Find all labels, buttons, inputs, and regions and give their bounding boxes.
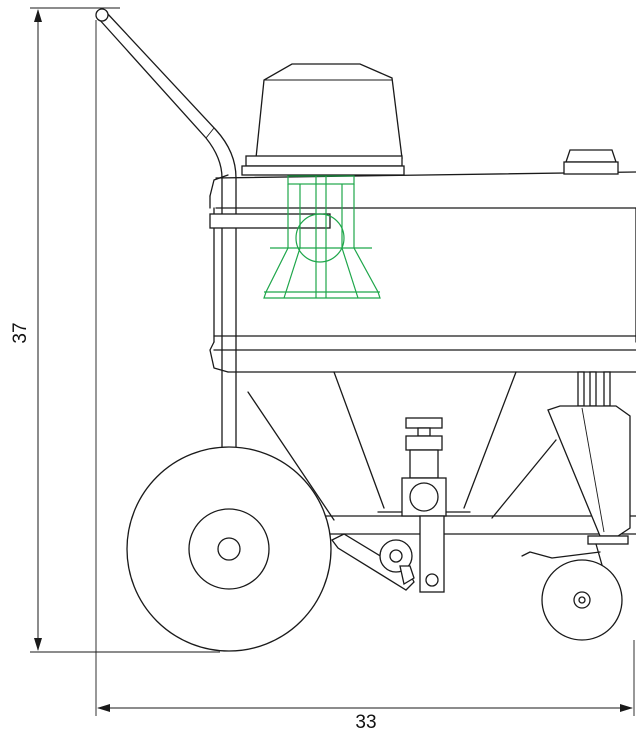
valve-handle-cap (405, 417, 443, 429)
width-dimension: 33 (95, 20, 635, 733)
lamp-bulb (295, 213, 345, 263)
tank-body (209, 171, 636, 373)
rear-wheel-rim (188, 508, 270, 590)
motor-cover-ring-1 (245, 155, 403, 167)
bottom-frame (325, 515, 636, 535)
top-knob-base (563, 161, 619, 175)
pedal-pivot-housing (379, 539, 413, 573)
leg-bracket-1 (577, 371, 585, 407)
push-handle (95, 8, 237, 451)
tank-top-corner (209, 174, 229, 197)
frame-left-strut (247, 391, 335, 521)
discharge-valve (401, 417, 447, 593)
lamp-cage-skirt (263, 247, 381, 299)
lamp-cage-skirt-rod-right (341, 247, 359, 299)
tilt-pedal (331, 533, 415, 591)
motor-cover-ring-2 (241, 165, 405, 176)
motor-cover-dome (255, 63, 403, 159)
rear-wheel-tire (126, 446, 332, 652)
height-arrow-bottom (34, 638, 42, 651)
caster-mount-plate (587, 535, 629, 545)
top-knob-cap (565, 149, 617, 163)
caster-hub (573, 591, 591, 609)
height-arrow-top (34, 9, 42, 22)
handle-tube-inner (105, 11, 237, 451)
valve-outlet-port (409, 482, 439, 512)
lamp-cage-top-ring (287, 175, 355, 185)
tank-bottom-corner (209, 341, 229, 373)
caster-assembly (521, 371, 631, 641)
handle-grip-end (95, 8, 109, 22)
top-knob (563, 149, 619, 175)
cone-right-side (463, 371, 517, 509)
valve-lever-arm (419, 515, 445, 593)
pedal-arm (331, 533, 415, 591)
pedal-pivot-pin (389, 549, 403, 563)
leg-bracket-2 (589, 371, 597, 407)
lamp-cage (263, 175, 381, 299)
width-value-label: 33 (355, 712, 376, 733)
hopper-cone (247, 371, 557, 521)
caster-wheel (541, 559, 623, 641)
valve-body (409, 449, 439, 479)
valve-outlet-housing (401, 477, 447, 517)
pedal-foot-pad (399, 565, 415, 586)
caster-leg-crease (581, 407, 605, 533)
lamp-cage-skirt-rod-left (283, 247, 301, 299)
valve-stem (417, 427, 431, 437)
cone-left-side (333, 371, 385, 509)
width-arrow-left (97, 704, 110, 712)
handle-bend-mark (205, 127, 215, 139)
leg-bracket-3 (603, 371, 611, 407)
frame-right-strut (491, 439, 557, 519)
valve-collar (405, 435, 443, 451)
height-dimension: 37 (10, 7, 220, 653)
rear-wheel (126, 446, 332, 652)
width-arrow-right (620, 704, 633, 712)
caster-brake-lever (521, 551, 601, 559)
caster-axle (578, 596, 586, 604)
valve-lever-pin (425, 573, 439, 587)
rear-wheel-hub (217, 537, 241, 561)
handle-tube-outer (97, 17, 223, 451)
height-value-label: 37 (10, 322, 31, 343)
handle-clamp-bar (209, 213, 331, 229)
motor-cover (241, 63, 405, 176)
